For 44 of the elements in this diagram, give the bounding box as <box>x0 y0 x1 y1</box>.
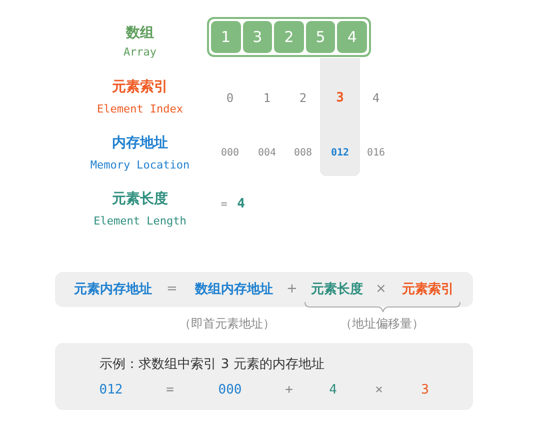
row-subheading: Memory Location <box>90 158 190 172</box>
row-subheading: Element Length <box>94 214 186 228</box>
row-heading: 元素长度 <box>112 190 168 208</box>
note-text: （即首元素地址） <box>179 316 275 332</box>
operator: × <box>375 382 383 398</box>
operator: + <box>285 382 293 398</box>
example-value: 012 <box>99 382 123 398</box>
operator: × <box>376 282 386 296</box>
array-cell: 3 <box>242 21 272 53</box>
formula-panel <box>55 272 473 307</box>
index-value: 4 <box>372 91 380 105</box>
operator: = <box>166 382 174 398</box>
index-value: 3 <box>336 90 344 106</box>
address-value: 016 <box>366 148 386 158</box>
address-value: 012 <box>330 148 350 158</box>
index-value: 1 <box>263 91 271 105</box>
index-value: 2 <box>299 91 307 105</box>
equals-sign: = <box>220 198 228 210</box>
row-heading: 元素索引 <box>112 78 168 96</box>
note-text: （地址偏移量） <box>340 316 424 332</box>
formula-term: 数组内存地址 <box>195 281 273 298</box>
row-heading: 内存地址 <box>112 134 168 152</box>
formula-term: 元素长度 <box>311 280 363 298</box>
example-heading: 示例：求数组中索引 3 元素的内存地址 <box>100 356 324 373</box>
array-cell: 2 <box>274 21 304 53</box>
array-container <box>207 17 371 57</box>
array-cell: 4 <box>337 21 367 53</box>
formula-term: 元素内存地址 <box>74 280 152 298</box>
row-subheading: Element Index <box>96 102 184 116</box>
example-value: 4 <box>329 382 337 398</box>
operator: + <box>286 282 298 296</box>
address-value: 008 <box>294 148 312 158</box>
address-value: 004 <box>258 148 276 158</box>
array-cell: 5 <box>306 21 336 53</box>
address-value: 000 <box>220 148 240 158</box>
length-value: 4 <box>237 196 245 212</box>
row-subheading: Array <box>123 46 157 58</box>
operator: = <box>166 282 178 296</box>
array-cell: 1 <box>211 21 241 53</box>
formula-term: 元素索引 <box>402 280 454 298</box>
row-heading: 数组 <box>126 24 154 42</box>
index-value: 0 <box>226 91 234 105</box>
example-value: 000 <box>218 382 242 398</box>
example-value: 3 <box>421 382 429 398</box>
